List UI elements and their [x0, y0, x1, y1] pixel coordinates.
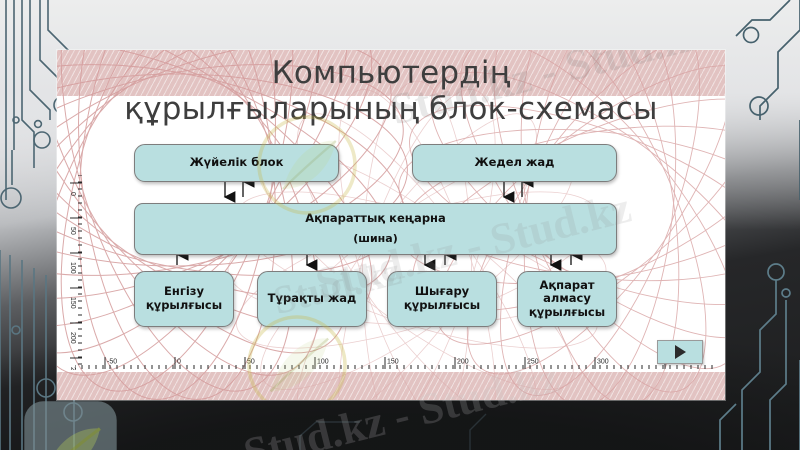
svg-text:100: 100 — [69, 262, 76, 274]
svg-text:150: 150 — [387, 359, 399, 366]
diagram-node-ram[interactable]: Жедел жад — [412, 144, 617, 182]
node-label-input-line1: Енгізу — [164, 284, 204, 299]
diagram-node-system-block[interactable]: Жүйелік блок — [134, 144, 339, 182]
svg-text:200: 200 — [457, 359, 469, 366]
node-label-exchange-line3: құрылғысы — [528, 304, 606, 319]
svg-text:200: 200 — [69, 332, 76, 344]
svg-text:50: 50 — [247, 359, 255, 366]
svg-text:150: 150 — [69, 297, 76, 309]
play-button[interactable] — [657, 340, 703, 364]
svg-text:0: 0 — [177, 359, 181, 366]
node-label-output-line1: Шығару — [414, 284, 470, 299]
node-label-rom: Тұрақты жад — [267, 291, 357, 306]
diagram-node-input-device[interactable]: Енгізу құрылғысы — [134, 271, 234, 327]
diagram-node-exchange-device[interactable]: Ақпарат алмасу құрылғысы — [517, 271, 617, 327]
play-icon — [674, 345, 686, 359]
diagram-node-bus[interactable]: Ақпараттық кеңарна (шина) — [134, 203, 617, 255]
diagram-node-output-device[interactable]: Шығару құрылғысы — [387, 271, 497, 327]
node-label-ram: Жедел жад — [474, 155, 555, 170]
slide-canvas: Компьютердің құрылғыларының блок-схемасы — [57, 50, 725, 400]
node-label-system-block: Жүйелік блок — [189, 155, 284, 170]
svg-text:300: 300 — [597, 359, 609, 366]
node-label-output-line2: құрылғысы — [403, 298, 481, 312]
svg-text:250: 250 — [527, 359, 539, 366]
svg-text:-50: -50 — [107, 359, 117, 366]
node-label-bus-main: Ақпараттық кеңарна — [305, 210, 446, 225]
slide-title-line1: Компьютердің — [271, 55, 511, 91]
vertical-ruler[interactable]: 0 50 100 150 200 250 — [62, 175, 84, 370]
node-label-exchange-line1: Ақпарат — [539, 277, 595, 292]
svg-text:50: 50 — [69, 227, 76, 235]
node-label-exchange-line2: алмасу — [543, 291, 591, 306]
svg-text:0: 0 — [69, 192, 76, 196]
svg-text:250: 250 — [69, 367, 76, 370]
diagram-node-rom[interactable]: Тұрақты жад — [257, 271, 367, 327]
slide-title: Компьютердің құрылғыларының блок-схемасы — [57, 55, 725, 128]
svg-text:100: 100 — [317, 359, 329, 366]
slide-title-line2: құрылғыларының блок-схемасы — [124, 90, 658, 127]
node-label-bus-sub: (шина) — [353, 232, 398, 246]
horizontal-ruler[interactable]: -50050100150200250300350 — [75, 349, 715, 371]
node-label-input-line2: құрылғысы — [145, 298, 223, 312]
